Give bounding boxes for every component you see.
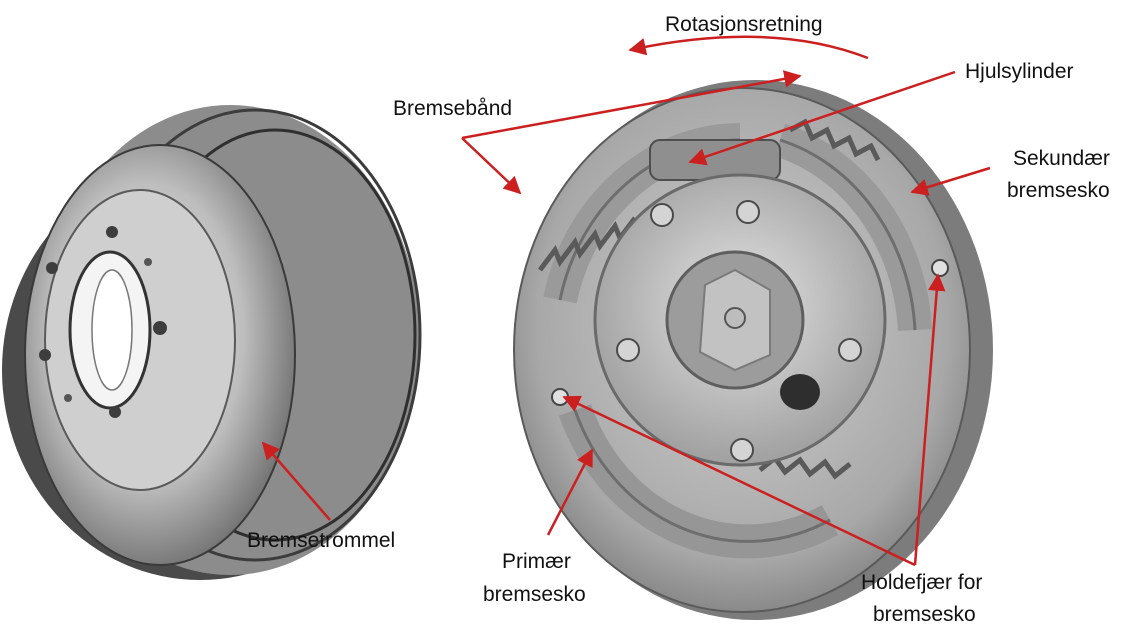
rotation-arrow [630,37,868,58]
brake-drum-illustration [2,105,420,580]
label-lining: Bremsebånd [393,97,512,120]
label-holddown-line1: Holdefjær for [861,571,982,594]
label-brake-drum: Bremsetrommel [247,529,395,552]
label-primary-shoe-line2: bremsesko [483,583,586,606]
label-primary-shoe-line1: Primær [502,550,571,573]
label-secondary-shoe-line1: Sekundær [1013,147,1110,170]
label-wheel-cylinder: Hjulsylinder [965,60,1074,83]
label-secondary-shoe-line2: bremsesko [1007,179,1110,202]
lining-arrow-left [462,138,520,193]
label-rotation: Rotasjonsretning [665,13,823,36]
brake-assembly-illustration [514,80,993,620]
label-holddown-line2: bremsesko [873,603,976,626]
